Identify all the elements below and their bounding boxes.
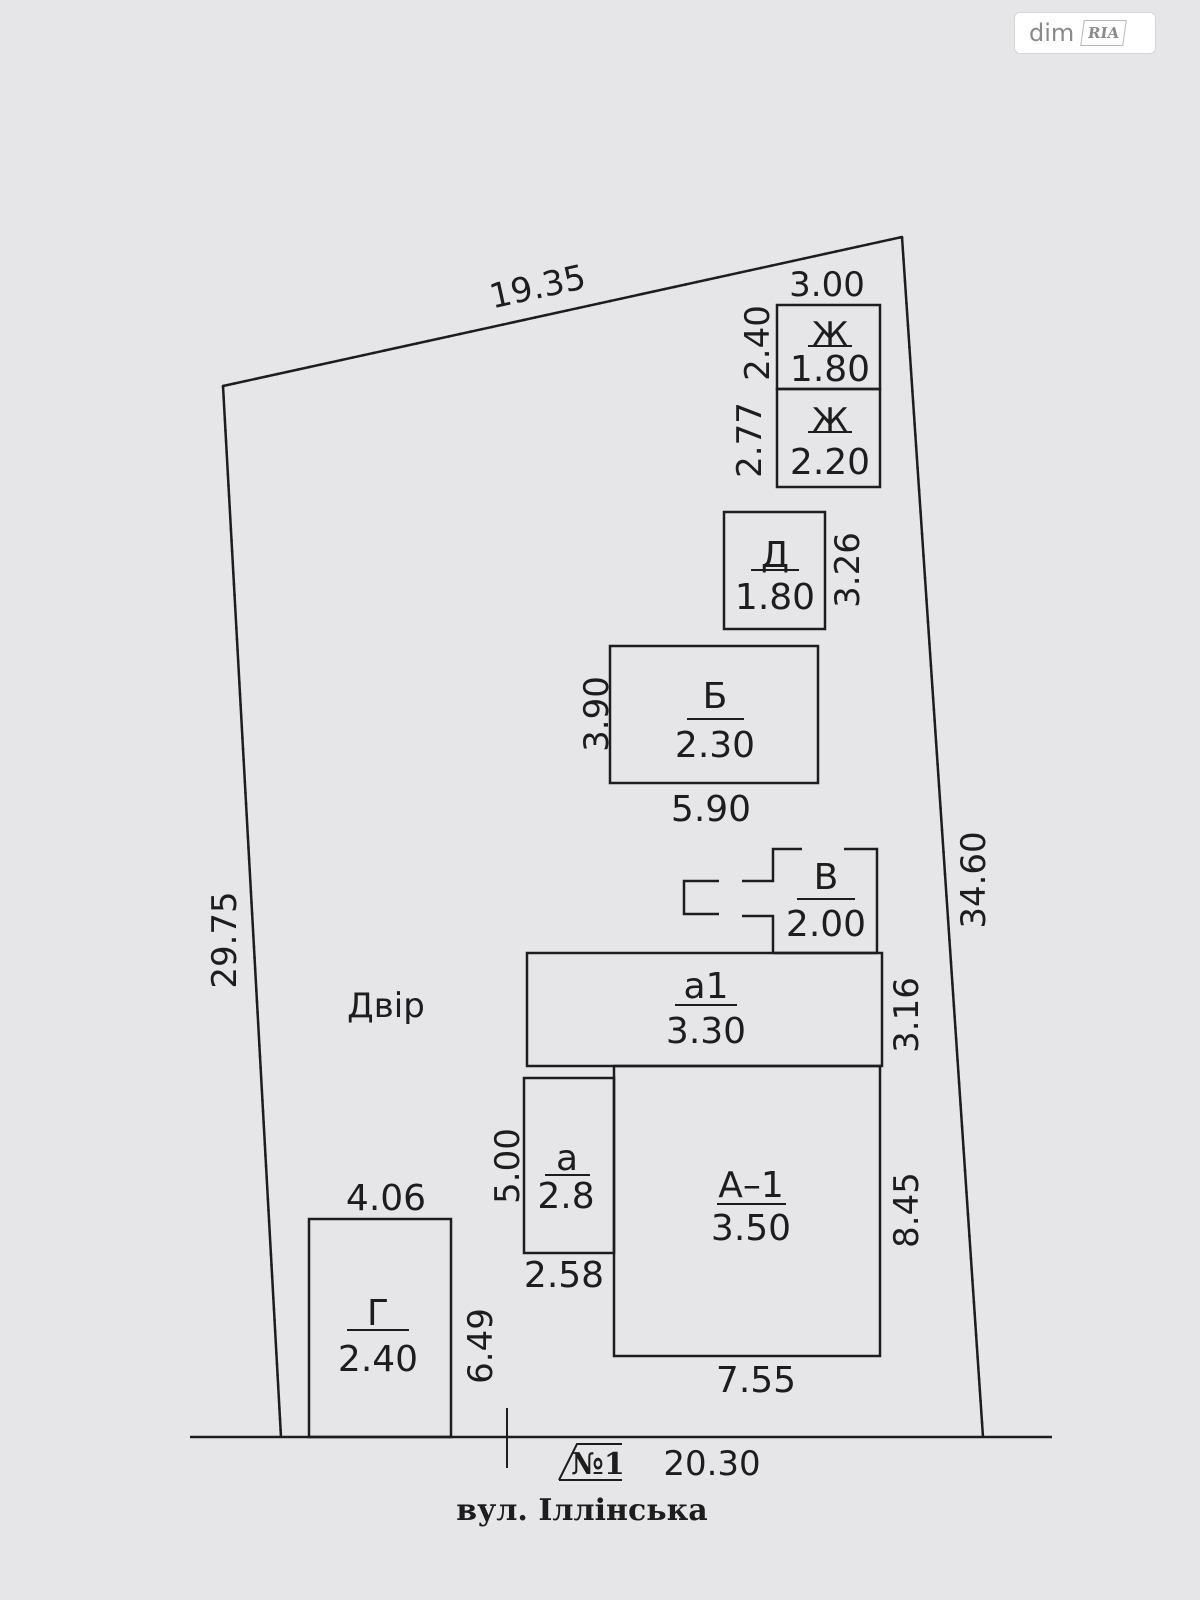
- building-A1: А–1 3.50 7.55 8.45: [612, 1064, 927, 1401]
- building-zh-top-width: 3.00: [789, 265, 865, 305]
- street-number: №1: [571, 1447, 624, 1482]
- building-zh-bottom-outline: [775, 387, 882, 489]
- building-d-height: 1.80: [735, 577, 815, 618]
- building-zh-bottom-depth: 2.77: [730, 402, 770, 478]
- dim-right: 34.60: [954, 831, 994, 928]
- building-zh-top-letter: Ж: [812, 315, 849, 355]
- building-a-letter: а: [556, 1138, 578, 1179]
- boundary-left-dots: [221, 384, 283, 1439]
- plot-boundary: [190, 235, 1052, 1468]
- dim-bottom: 20.30: [663, 1444, 760, 1484]
- boundary-right-dots: [900, 235, 985, 1439]
- building-g-depth: 6.49: [461, 1308, 501, 1384]
- building-d-outline: [722, 510, 827, 631]
- building-A1-height: 3.50: [711, 1208, 791, 1249]
- building-a1: а1 3.30 3.16: [525, 951, 927, 1068]
- building-v-height: 2.00: [786, 904, 866, 945]
- dim-ria-watermark: dim RIA: [1014, 12, 1156, 54]
- street-number-marker: [558, 1443, 622, 1481]
- building-b: Б 2.30 5.90 3.90: [577, 644, 820, 830]
- building-zh-top-depth: 2.40: [738, 305, 778, 381]
- building-g-letter: Г: [367, 1293, 389, 1334]
- building-v-outline-left: [682, 879, 719, 916]
- building-b-width: 5.90: [671, 789, 751, 830]
- building-b-height: 2.30: [675, 725, 755, 766]
- street-label: №1 вул. Іллінська: [456, 1443, 708, 1528]
- building-a1-depth: 3.16: [887, 977, 927, 1053]
- building-zh-bottom: Ж 2.20 2.77: [730, 387, 882, 489]
- building-g-outline: [307, 1217, 453, 1439]
- building-g-width: 4.06: [346, 1178, 426, 1219]
- building-a-width: 2.58: [524, 1255, 604, 1296]
- building-a: а 2.8 2.58 5.00: [488, 1076, 616, 1296]
- watermark-brand: dim: [1029, 19, 1075, 47]
- building-b-depth: 3.90: [577, 676, 617, 752]
- yard-label: Двір: [347, 986, 425, 1026]
- building-A1-outline: [612, 1064, 882, 1358]
- building-g-height: 2.40: [338, 1339, 418, 1380]
- building-v-letter: В: [814, 857, 839, 898]
- building-d-depth: 3.26: [828, 532, 868, 608]
- building-v: В 2.00: [682, 847, 879, 955]
- building-v-outline-right: [844, 847, 879, 953]
- building-A1-width: 7.55: [716, 1360, 796, 1401]
- building-A1-depth: 8.45: [887, 1172, 927, 1248]
- building-v-outline-inner: [742, 914, 775, 953]
- street-name: вул. Іллінська: [456, 1493, 708, 1528]
- building-a1-height: 3.30: [666, 1011, 746, 1052]
- building-d: Д 1.80 3.26: [722, 510, 868, 631]
- dim-left: 29.75: [205, 891, 245, 988]
- boundary-top-solid: [222, 235, 903, 388]
- building-zh-bottom-height: 2.20: [790, 442, 870, 483]
- building-a-height: 2.8: [537, 1176, 594, 1217]
- building-A1-letter: А–1: [718, 1165, 784, 1206]
- building-zh-bottom-letter: Ж: [812, 401, 849, 441]
- building-a-depth: 5.00: [488, 1128, 528, 1204]
- building-b-outline: [608, 644, 820, 785]
- building-a1-letter: а1: [684, 966, 729, 1007]
- building-zh-top: Ж 1.80 3.00 2.40: [738, 265, 882, 391]
- building-g: Г 2.40 4.06 6.49: [307, 1178, 501, 1439]
- building-v-outline-step: [742, 847, 802, 883]
- building-b-letter: Б: [703, 676, 728, 717]
- building-zh-top-height: 1.80: [790, 349, 870, 390]
